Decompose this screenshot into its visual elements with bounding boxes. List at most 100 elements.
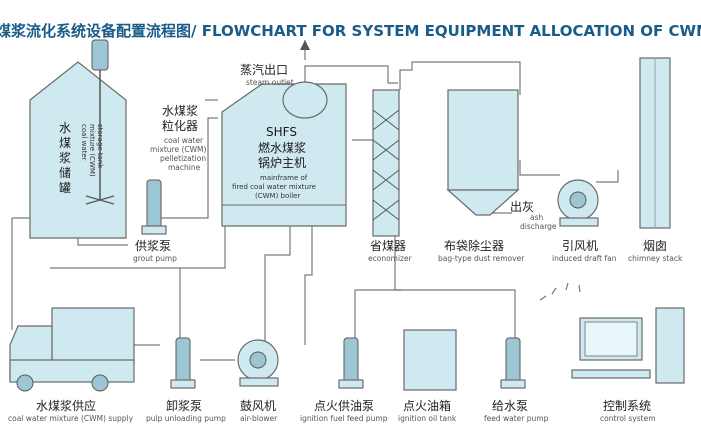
pelletizer-en-1: coal water	[164, 136, 204, 145]
ignition-fuel-pump: 点火供油泵 ignition fuel feed pump	[300, 337, 388, 423]
steam-outlet: 蒸汽出口 steam outlet	[240, 40, 310, 87]
storage-tank: 水 煤 浆 储 罐 coal water mixture (CWM) stora…	[29, 39, 127, 239]
wireless-signal-icon	[539, 282, 581, 301]
grout-pump-cn: 供浆泵	[135, 238, 171, 253]
tank-cn-5: 罐	[59, 181, 71, 195]
tank-agitator-icon	[85, 195, 115, 205]
grout-pump-en: grout pump	[133, 254, 177, 263]
draft-fan: 引风机 induced draft fan	[552, 179, 617, 263]
steam-outlet-en: steam outlet	[246, 78, 294, 87]
pipe-fan-to-chimney	[596, 170, 619, 183]
pipe-feedwater-up	[394, 236, 516, 340]
ash-en-2: discharge	[520, 222, 557, 231]
ash-en-1: ash	[530, 213, 544, 222]
unloading-pump-en: pulp unloading pump	[146, 414, 226, 423]
economizer-body	[372, 89, 400, 237]
unloading-pump-cn: 卸浆泵	[166, 398, 202, 413]
unloading-pump-base	[170, 379, 196, 389]
boiler-cn-1: 燃水煤浆	[258, 140, 306, 155]
oil-tank-body	[403, 329, 457, 391]
tank-en-label: coal water mixture (CWM) storage tank	[80, 124, 104, 177]
pipe-fuel-to-boiler	[304, 215, 313, 345]
unloading-pump: 卸浆泵 pulp unloading pump	[146, 337, 226, 423]
dust-remover-body	[447, 89, 519, 191]
fuel-pump-base	[338, 379, 364, 389]
cwm-supply-en: coal water mixture (CWM) supply	[8, 414, 134, 423]
steam-outlet-cn: 蒸汽出口	[240, 62, 288, 77]
feed-pump-icon	[505, 337, 521, 385]
economizer: 省煤器 economizer	[368, 89, 413, 263]
pipe-grout-to-pellet	[160, 117, 218, 219]
pipe-oil-tank	[354, 289, 402, 340]
feed-pump-cn: 给水泵	[492, 399, 528, 413]
fuel-pump-cn: 点火供油泵	[314, 399, 374, 413]
control-cn: 控制系统	[603, 399, 651, 413]
tank-cn-4: 储	[59, 165, 71, 180]
control-system: 控制系统 control system	[539, 282, 685, 423]
pelletizer-en-4: machine	[168, 163, 201, 172]
pelletizer-en-3: pelletization	[160, 154, 206, 163]
oil-tank-en: ignition oil tank	[398, 414, 457, 423]
feed-water-pump: 给水泵 feed water pump	[484, 337, 549, 423]
storage-tank-body	[29, 61, 127, 239]
air-blower-en: air-blower	[240, 414, 278, 423]
tank-en-3: storage tank	[96, 124, 104, 169]
pipe-dust-to-fan	[519, 160, 560, 176]
pelletizer-en-2: mixture (CWM)	[150, 145, 206, 154]
tank-en-2: mixture (CWM)	[88, 124, 96, 177]
unloading-pump-icon	[175, 337, 191, 385]
feed-pump-en: feed water pump	[484, 414, 549, 423]
truck-wheel-icon	[91, 374, 109, 392]
pelletizer-cn-1: 水煤浆	[162, 103, 198, 118]
cwm-supply-truck: 水煤浆供应 coal water mixture (CWM) supply	[8, 307, 135, 423]
grout-pump-base	[141, 225, 167, 235]
boiler: SHFS 燃水煤浆 锅炉主机 mainframe of fired coal w…	[221, 81, 347, 227]
chimney-en: chimney stack	[628, 254, 683, 263]
ash-discharge: 出灰 ash discharge	[510, 200, 557, 231]
pipe-blower-to-boiler	[264, 215, 291, 350]
ignition-oil-tank: 点火油箱 ignition oil tank	[398, 329, 457, 423]
draft-fan-cn: 引风机	[562, 239, 598, 253]
keyboard-icon	[571, 369, 651, 379]
pelletizer-cn-2: 粒化器	[162, 118, 198, 133]
control-en: control system	[600, 414, 656, 423]
boiler-body	[221, 83, 347, 227]
tank-cn-1: 水	[59, 121, 71, 135]
computer-tower-icon	[655, 307, 685, 384]
draft-fan-base	[559, 217, 599, 227]
boiler-drum	[282, 81, 328, 119]
dust-remover-en: bag-type dust remover	[438, 254, 525, 263]
pipe-steam-outlet	[304, 65, 398, 84]
tank-en-1: coal water	[80, 124, 88, 161]
cwm-supply-cn: 水煤浆供应	[36, 398, 96, 413]
dust-remover-cn: 布袋除尘器	[444, 238, 504, 253]
tank-motor-icon	[91, 39, 109, 71]
feed-pump-base	[500, 379, 526, 389]
fuel-pump-icon	[343, 337, 359, 385]
air-blower-cn: 鼓风机	[240, 399, 276, 413]
boiler-cn-2: 锅炉主机	[258, 155, 306, 170]
boiler-code: SHFS	[266, 125, 297, 139]
draft-fan-icon	[569, 191, 587, 209]
air-blower-base	[239, 377, 279, 387]
tank-cn-2: 煤	[59, 136, 71, 150]
truck-wheel-icon	[16, 374, 34, 392]
monitor-screen	[584, 321, 638, 357]
pelletizer: 水煤浆 粒化器 coal water mixture (CWM) pelleti…	[150, 103, 206, 172]
diagram-title: 煤浆流化系统设备配置流程图/ FLOWCHART FOR SYSTEM EQUI…	[0, 22, 701, 40]
economizer-en: economizer	[368, 254, 413, 263]
oil-tank-cn: 点火油箱	[403, 398, 451, 413]
economizer-cn: 省煤器	[370, 239, 406, 253]
grout-pump: 供浆泵 grout pump	[133, 179, 177, 263]
air-blower-icon	[249, 351, 267, 369]
pipe-econ-to-dust	[399, 61, 521, 95]
boiler-en-1: mainframe of	[260, 174, 308, 182]
steam-arrow-icon	[300, 40, 310, 50]
air-blower: 鼓风机 air-blower	[237, 339, 279, 423]
dust-remover-hopper	[446, 189, 520, 216]
grout-pump-icon	[146, 179, 162, 231]
boiler-en-3: (CWM) boiler	[255, 192, 300, 200]
fuel-pump-en: ignition fuel feed pump	[300, 414, 388, 423]
ash-cn: 出灰	[510, 200, 534, 214]
